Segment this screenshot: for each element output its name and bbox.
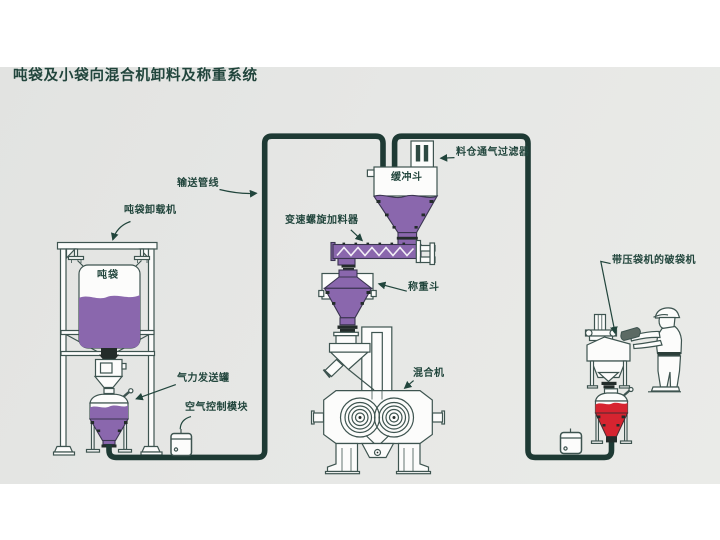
ton-bag xyxy=(77,260,142,360)
label-mixer: 混合机 xyxy=(413,368,445,379)
label-silo-vent-filter: 料仓通气过滤器 xyxy=(456,147,530,158)
right-control-box xyxy=(559,428,583,455)
mixer-feed-column xyxy=(361,326,393,392)
mixer-rotor-left xyxy=(344,401,376,434)
silo-vent-filter xyxy=(410,140,434,169)
bag-discharge-station xyxy=(93,358,127,395)
air-control-module xyxy=(170,429,193,457)
mixer-rotor-right xyxy=(378,401,410,434)
buffer-hopper xyxy=(366,166,439,248)
label-pointers xyxy=(111,154,618,430)
label-bag-breaker: 带压袋机的破袋机 xyxy=(612,255,696,266)
label-ton-bag: 吨袋 xyxy=(97,270,119,281)
mixer-inlet-funnel xyxy=(322,331,375,391)
label-screw-feeder: 变速螺旋加料器 xyxy=(285,215,359,226)
label-weighing-hopper: 称重斗 xyxy=(408,282,440,293)
held-bag xyxy=(620,326,642,342)
conveying-pipeline-right xyxy=(391,133,615,461)
tank-material-fill xyxy=(90,405,128,419)
label-pneumatic-tank: 气力发送罐 xyxy=(177,373,230,384)
screw-feeder-machine xyxy=(330,239,436,268)
operator-figure xyxy=(620,307,683,393)
label-conveying-pipeline: 输送管线 xyxy=(177,178,219,189)
page-title: 吨袋及小袋向混合机卸料及称重系统 xyxy=(13,68,258,84)
label-buffer-hopper: 缓冲斗 xyxy=(391,172,423,183)
weighing-hopper-machine xyxy=(318,268,377,333)
red-material-fill xyxy=(595,402,628,413)
red-receiver-tank xyxy=(590,386,634,445)
conveying-pipeline-left xyxy=(106,133,386,461)
label-air-control-module: 空气控制模块 xyxy=(185,402,248,413)
bag-breaking-machine xyxy=(584,313,631,389)
ton-bag-material-fill xyxy=(79,295,140,348)
label-ton-bag-unloader: 吨袋卸载机 xyxy=(124,205,177,216)
pneumatic-send-tank xyxy=(85,388,134,453)
mixer-machine xyxy=(310,390,446,475)
